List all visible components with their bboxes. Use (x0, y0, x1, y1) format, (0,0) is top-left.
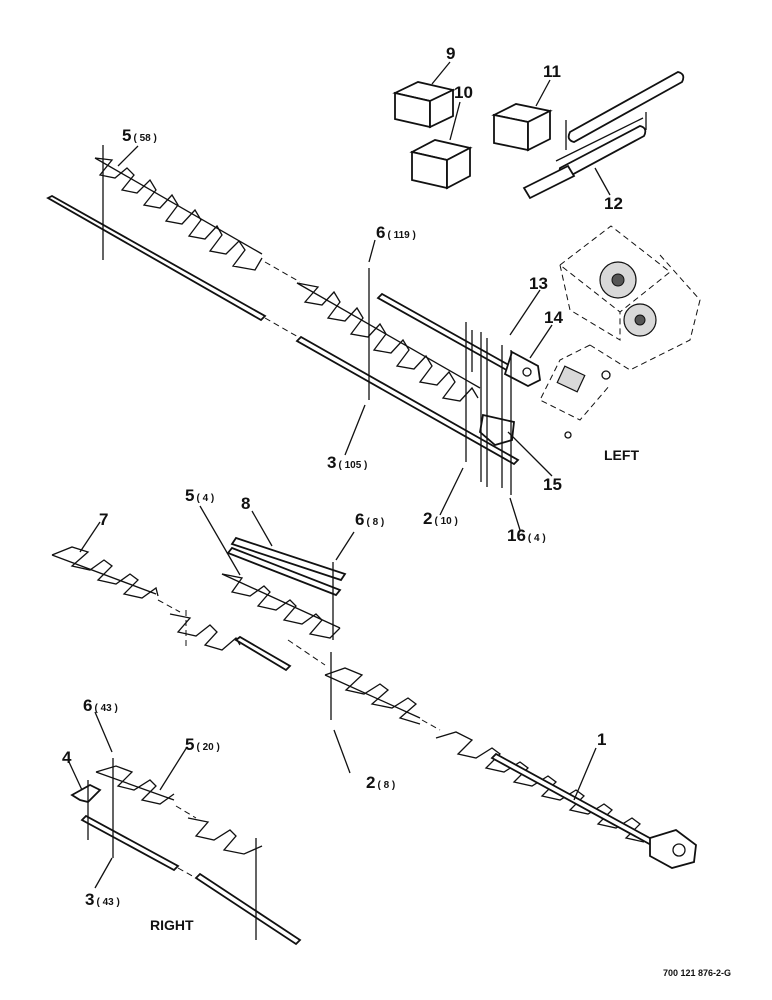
callout-8: 8 (241, 494, 251, 513)
guard-bar-middle (295, 335, 520, 466)
callout-1: 1 (597, 730, 607, 749)
callout-3-105: 3( 105 ) (327, 453, 368, 472)
knife-section-right (70, 765, 302, 946)
knife-section-7 (51, 546, 181, 613)
leader-lines (68, 61, 611, 889)
callout-4: 4 (62, 748, 72, 767)
knife-head-14 (503, 350, 541, 388)
callout-5-20: 5( 20 ) (185, 735, 220, 754)
callout-10: 10 (454, 83, 473, 102)
knife-section-middle (296, 282, 481, 402)
callout-13: 13 (529, 274, 548, 293)
rod-assembly-12 (522, 71, 685, 200)
callout-6-8: 6( 8 ) (355, 510, 385, 529)
callout-7: 7 (99, 510, 109, 529)
callout-2-8: 2( 8 ) (366, 773, 396, 792)
callout-15: 15 (543, 475, 562, 494)
callout-11: 11 (543, 62, 561, 81)
right-side-label: RIGHT (150, 917, 194, 933)
block-10 (409, 139, 473, 190)
figure-code: 700 121 876-2-G (663, 968, 732, 978)
left-side-label: LEFT (604, 447, 639, 463)
callout-5-58: 5( 58 ) (122, 126, 157, 145)
knife-section-upper (94, 157, 263, 271)
drive-gearbox (539, 225, 701, 439)
callout-16-4: 16( 4 ) (507, 526, 546, 545)
guard-bar-upper (46, 194, 301, 339)
callout-3-43: 3( 43 ) (85, 890, 120, 909)
knife-assembly-1 (324, 667, 697, 869)
callout-12: 12 (604, 194, 623, 213)
callout-2-10: 2( 10 ) (423, 509, 458, 528)
block-11 (491, 103, 553, 152)
callout-5-4: 5( 4 ) (185, 486, 215, 505)
bolts (87, 145, 512, 940)
callout-6-43: 6( 43 ) (83, 696, 118, 715)
knife-section-5-4 (221, 573, 341, 639)
knife-guard-8 (226, 536, 347, 597)
callout-9: 9 (446, 44, 456, 63)
block-9 (392, 81, 456, 129)
callout-14: 14 (544, 308, 563, 327)
callout-6-119: 6( 119 ) (376, 223, 416, 242)
knife-section-lower-left (169, 613, 292, 672)
